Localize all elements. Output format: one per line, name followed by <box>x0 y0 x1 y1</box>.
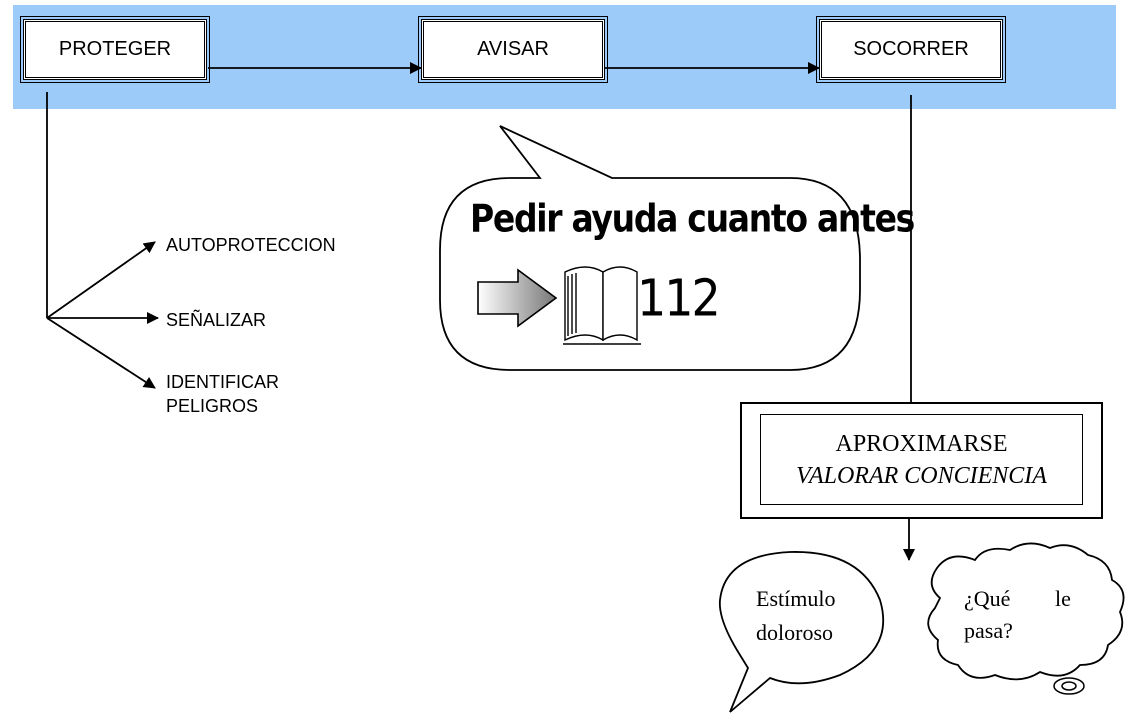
arrow-to-self-protection <box>46 241 156 319</box>
stimulus-line1: Estímulo <box>756 586 836 611</box>
step-help-label: SOCORRER <box>853 38 969 60</box>
question-thought-bubble <box>927 542 1125 681</box>
arrow-right-icon <box>477 268 558 328</box>
thought-trail-icon <box>1053 677 1085 695</box>
book-icon <box>563 266 641 345</box>
identify-hazards-line2: PELIGROS <box>166 396 259 416</box>
step-protect-box: PROTEGER <box>20 16 210 83</box>
self-protection-label: AUTOPROTECCION <box>166 235 336 255</box>
identify-hazards-label: IDENTIFICAR PELIGROS <box>166 370 279 418</box>
assess-box-outer <box>740 402 1103 519</box>
question-word2: le <box>1055 586 1071 611</box>
step-protect-label: PROTEGER <box>58 38 172 60</box>
step-help-box: SOCORRER <box>816 16 1006 83</box>
step-alert-box: AVISAR <box>418 16 608 83</box>
question-word1: ¿Qué <box>964 586 1011 611</box>
assess-box: APROXIMARSE VALORAR CONCIENCIA <box>760 414 1083 505</box>
question-line2: pasa? <box>964 618 1013 643</box>
speech-bubble-outline <box>439 125 861 371</box>
arrow-to-identify-hazards <box>46 317 156 389</box>
assess-approach-text: APROXIMARSE <box>835 430 1008 457</box>
identify-hazards-line1: IDENTIFICAR <box>166 372 280 392</box>
signal-label: SEÑALIZAR <box>166 310 267 330</box>
emergency-number: 112 <box>637 268 721 328</box>
step-alert-label: AVISAR <box>477 38 549 60</box>
stimulus-line2: doloroso <box>756 620 833 645</box>
stimulus-speech-bubble <box>718 551 885 713</box>
assess-consciousness-text: VALORAR CONCIENCIA <box>796 462 1047 489</box>
callout-headline: Pedir ayuda cuanto antes <box>470 196 915 241</box>
